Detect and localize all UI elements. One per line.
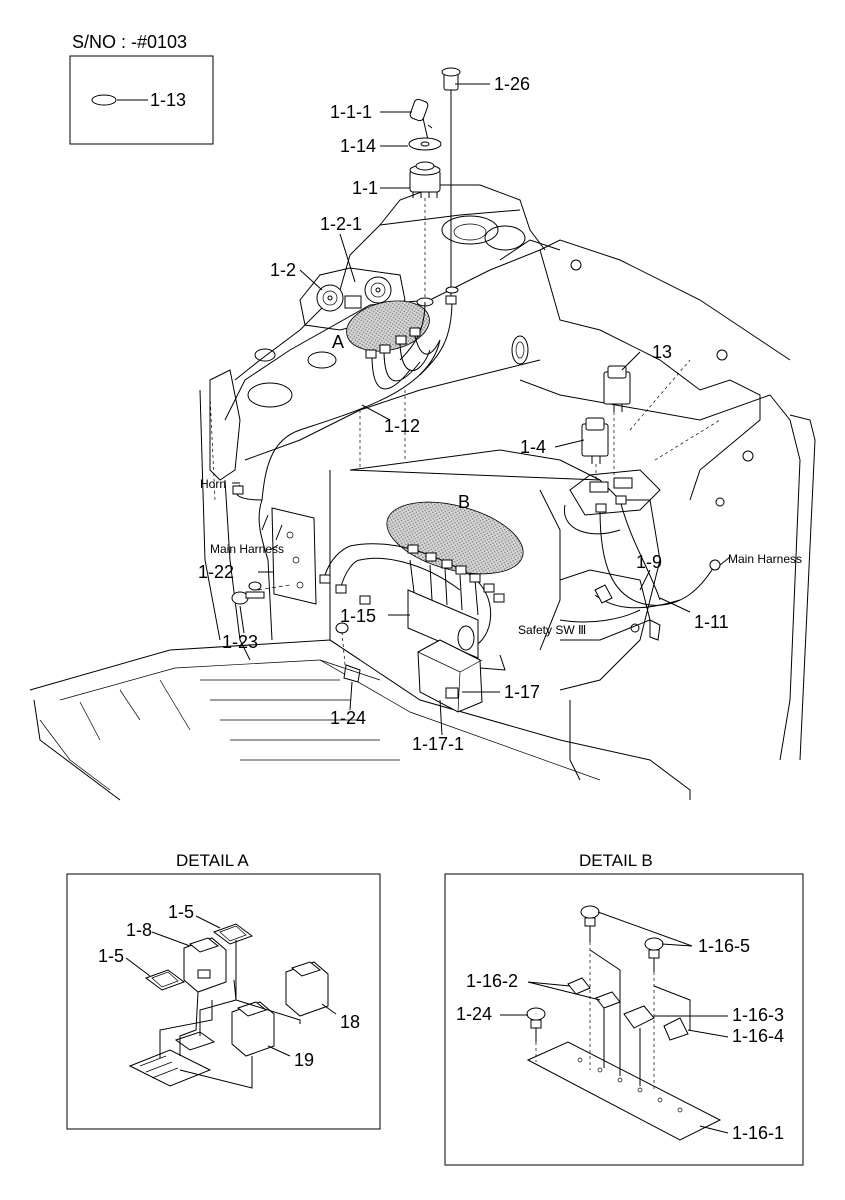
controller-1-17	[417, 639, 506, 713]
callout-1-13: 1-13	[150, 90, 186, 110]
detail-b-parts	[500, 905, 729, 1141]
marker-a: A	[332, 332, 344, 352]
gauge-cluster	[299, 267, 406, 331]
callout-13: 13	[652, 342, 672, 362]
detail-b-callout-1-16-4: 1-16-4	[732, 1026, 784, 1046]
horn-hole	[445, 286, 459, 294]
callout-1-12: 1-12	[384, 416, 420, 436]
ignition-switch-icon	[409, 161, 441, 198]
main-leaders	[232, 83, 731, 736]
rocker-switch-13	[603, 365, 631, 412]
callout-1-11: 1-11	[694, 612, 729, 632]
callout-1-22: 1-22	[198, 562, 234, 582]
wire-label-main-harness-right: Main Harness	[728, 552, 802, 566]
callout-1-24: 1-24	[330, 708, 366, 728]
wire-label-main-harness-left: Main Harness	[210, 542, 284, 556]
callout-1-15: 1-15	[340, 606, 376, 626]
detail-b-callout-1-16-2: 1-16-2	[466, 971, 518, 991]
detail-b-title: DETAIL B	[579, 851, 653, 870]
marker-b: B	[458, 492, 470, 512]
detail-b-callout-1-16-1: 1-16-1	[732, 1123, 784, 1143]
washer-icon	[408, 137, 442, 151]
serial-inset-box	[69, 55, 214, 145]
callout-1-9: 1-9	[636, 552, 662, 572]
connectors	[232, 295, 627, 605]
detail-b-callout-1-16-3: 1-16-3	[732, 1005, 784, 1025]
callout-1-2: 1-2	[270, 260, 296, 280]
serial-note: S/NO : -#0103	[72, 32, 187, 52]
rocker-switch-1-4	[581, 417, 609, 464]
callout-1-17-1: 1-17-1	[412, 734, 464, 754]
detail-b-box	[444, 873, 804, 1166]
callout-1-1-1: 1-1-1	[330, 102, 372, 122]
detail-a-callout-1-8: 1-8	[126, 920, 152, 940]
key-icon	[409, 98, 433, 141]
detail-a-callout-1-5-left: 1-5	[98, 946, 124, 966]
right-switch-panel	[564, 469, 661, 535]
callout-1-23: 1-23	[222, 632, 258, 652]
bolt-1-23	[231, 581, 265, 605]
wire-label-horn: Horn	[200, 477, 226, 491]
callout-1-14: 1-14	[340, 136, 376, 156]
detail-b-callout-1-24: 1-24	[456, 1004, 492, 1024]
switch-axes	[595, 412, 615, 485]
detail-a-callout-19: 19	[294, 1050, 314, 1070]
callout-1-4: 1-4	[520, 437, 546, 457]
detail-b-callout-1-16-5: 1-16-5	[698, 936, 750, 956]
callout-1-1: 1-1	[352, 178, 378, 198]
detail-a-callout-18: 18	[340, 1012, 360, 1032]
bolt-axis	[257, 584, 291, 591]
callout-1-26: 1-26	[494, 74, 530, 94]
detail-a-area	[346, 300, 430, 352]
callout-1-17: 1-17	[504, 682, 540, 702]
o-ring-icon	[91, 94, 117, 106]
wire-label-safety-sw: Safety SW Ⅲ	[518, 623, 586, 637]
detail-a-title: DETAIL A	[176, 851, 249, 870]
safety-switch-icon	[594, 559, 721, 641]
detail-a-callout-1-5-top: 1-5	[168, 902, 194, 922]
horn-switch-icon	[441, 67, 461, 300]
callout-1-2-1: 1-2-1	[320, 214, 362, 234]
detail-a-parts	[125, 915, 337, 1089]
bolt-1-24-main	[319, 622, 381, 683]
cab-frame	[29, 184, 816, 801]
detail-a-box	[66, 873, 381, 1130]
detail-b-area	[386, 501, 524, 575]
bracket-1-22	[261, 507, 317, 605]
